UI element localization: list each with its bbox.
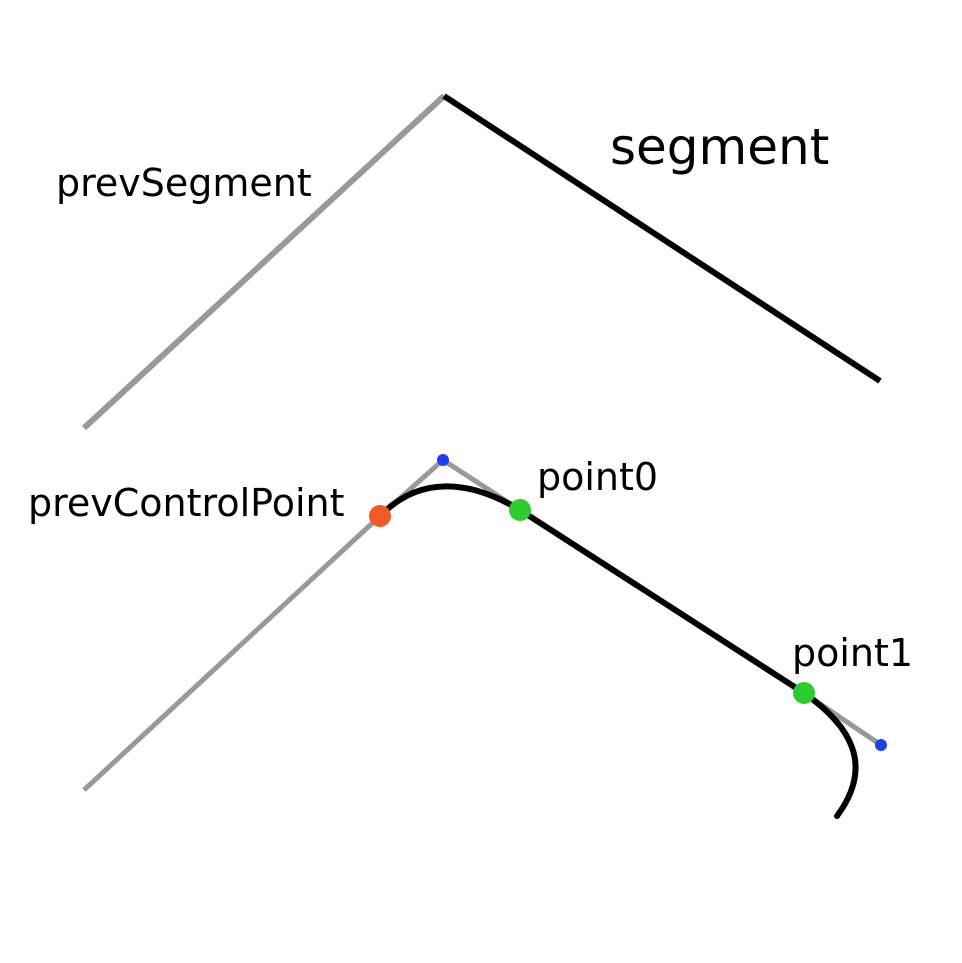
rounded-corner-curve <box>377 483 523 519</box>
end-curve <box>801 690 859 819</box>
prev-control-point-label: prevControlPoint <box>28 481 345 525</box>
point1-marker <box>793 682 815 704</box>
point0-marker <box>509 499 531 521</box>
segment-line <box>442 93 882 384</box>
point0-label: point0 <box>537 455 659 499</box>
control-point-end <box>875 739 887 751</box>
prev-segment-line <box>81 93 447 431</box>
prev-control-point-marker <box>369 505 391 527</box>
segment-line-lower <box>518 507 806 696</box>
control-point-top <box>437 454 449 466</box>
segment-label: segment <box>610 118 830 176</box>
prev-segment-label: prevSegment <box>56 161 312 205</box>
point1-label: point1 <box>792 631 914 675</box>
prev-segment-line-lower <box>82 514 382 792</box>
